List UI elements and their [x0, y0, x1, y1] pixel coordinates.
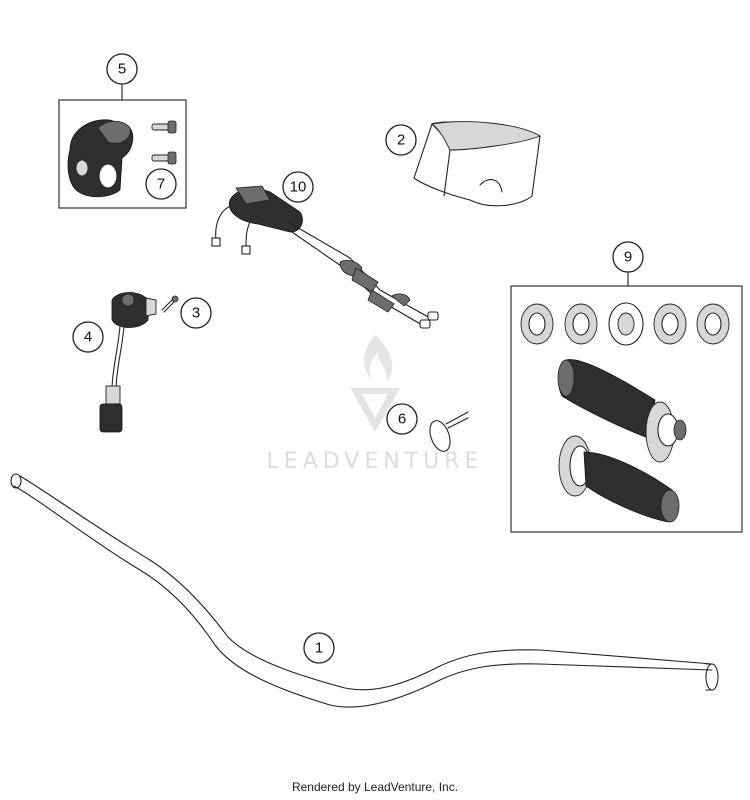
grip-cams-part[interactable] — [520, 302, 730, 346]
screw-part[interactable] — [161, 295, 179, 313]
callout-5[interactable]: 5 — [106, 53, 138, 85]
watermark-flame-icon — [364, 335, 393, 382]
handlebar-part[interactable] — [10, 473, 719, 708]
callout-3[interactable]: 3 — [180, 297, 212, 329]
callout-7[interactable]: 7 — [145, 168, 177, 200]
callout-label: 3 — [192, 305, 200, 322]
callout-label: 5 — [118, 61, 126, 78]
grip-kit-box — [510, 285, 743, 533]
clutch-grip-part[interactable] — [558, 435, 680, 523]
clamp-screws-part[interactable] — [151, 120, 177, 165]
callout-4[interactable]: 4 — [72, 321, 104, 353]
watermark-v-icon — [350, 388, 400, 432]
rendered-by-footer: Rendered by LeadVenture, Inc. — [291, 780, 459, 794]
callout-label: 2 — [397, 132, 405, 149]
throttle-cable-part[interactable] — [211, 185, 439, 329]
kill-switch-part[interactable] — [99, 292, 157, 433]
watermark-text: LEADVENTURE — [267, 449, 484, 474]
watermark: LEADVENTURE — [267, 335, 484, 474]
callout-label: 9 — [624, 249, 632, 266]
callout-1[interactable]: 1 — [303, 632, 335, 664]
cable-tie-part[interactable] — [426, 411, 469, 454]
callout-10[interactable]: 10 — [282, 171, 314, 203]
handlebar-clamp-part[interactable] — [67, 119, 134, 198]
callout-2[interactable]: 2 — [385, 124, 417, 156]
callout-9[interactable]: 9 — [612, 241, 644, 273]
handlebar-pad-part[interactable] — [413, 121, 542, 207]
callout-label: 6 — [398, 411, 406, 428]
leader-lines — [121, 83, 629, 287]
throttle-grip-part[interactable] — [557, 359, 687, 463]
callout-label: 10 — [290, 179, 307, 196]
callout-label: 7 — [157, 176, 165, 193]
callout-label: 4 — [84, 329, 92, 346]
callout-6[interactable]: 6 — [386, 403, 418, 435]
callout-label: 1 — [315, 640, 323, 657]
